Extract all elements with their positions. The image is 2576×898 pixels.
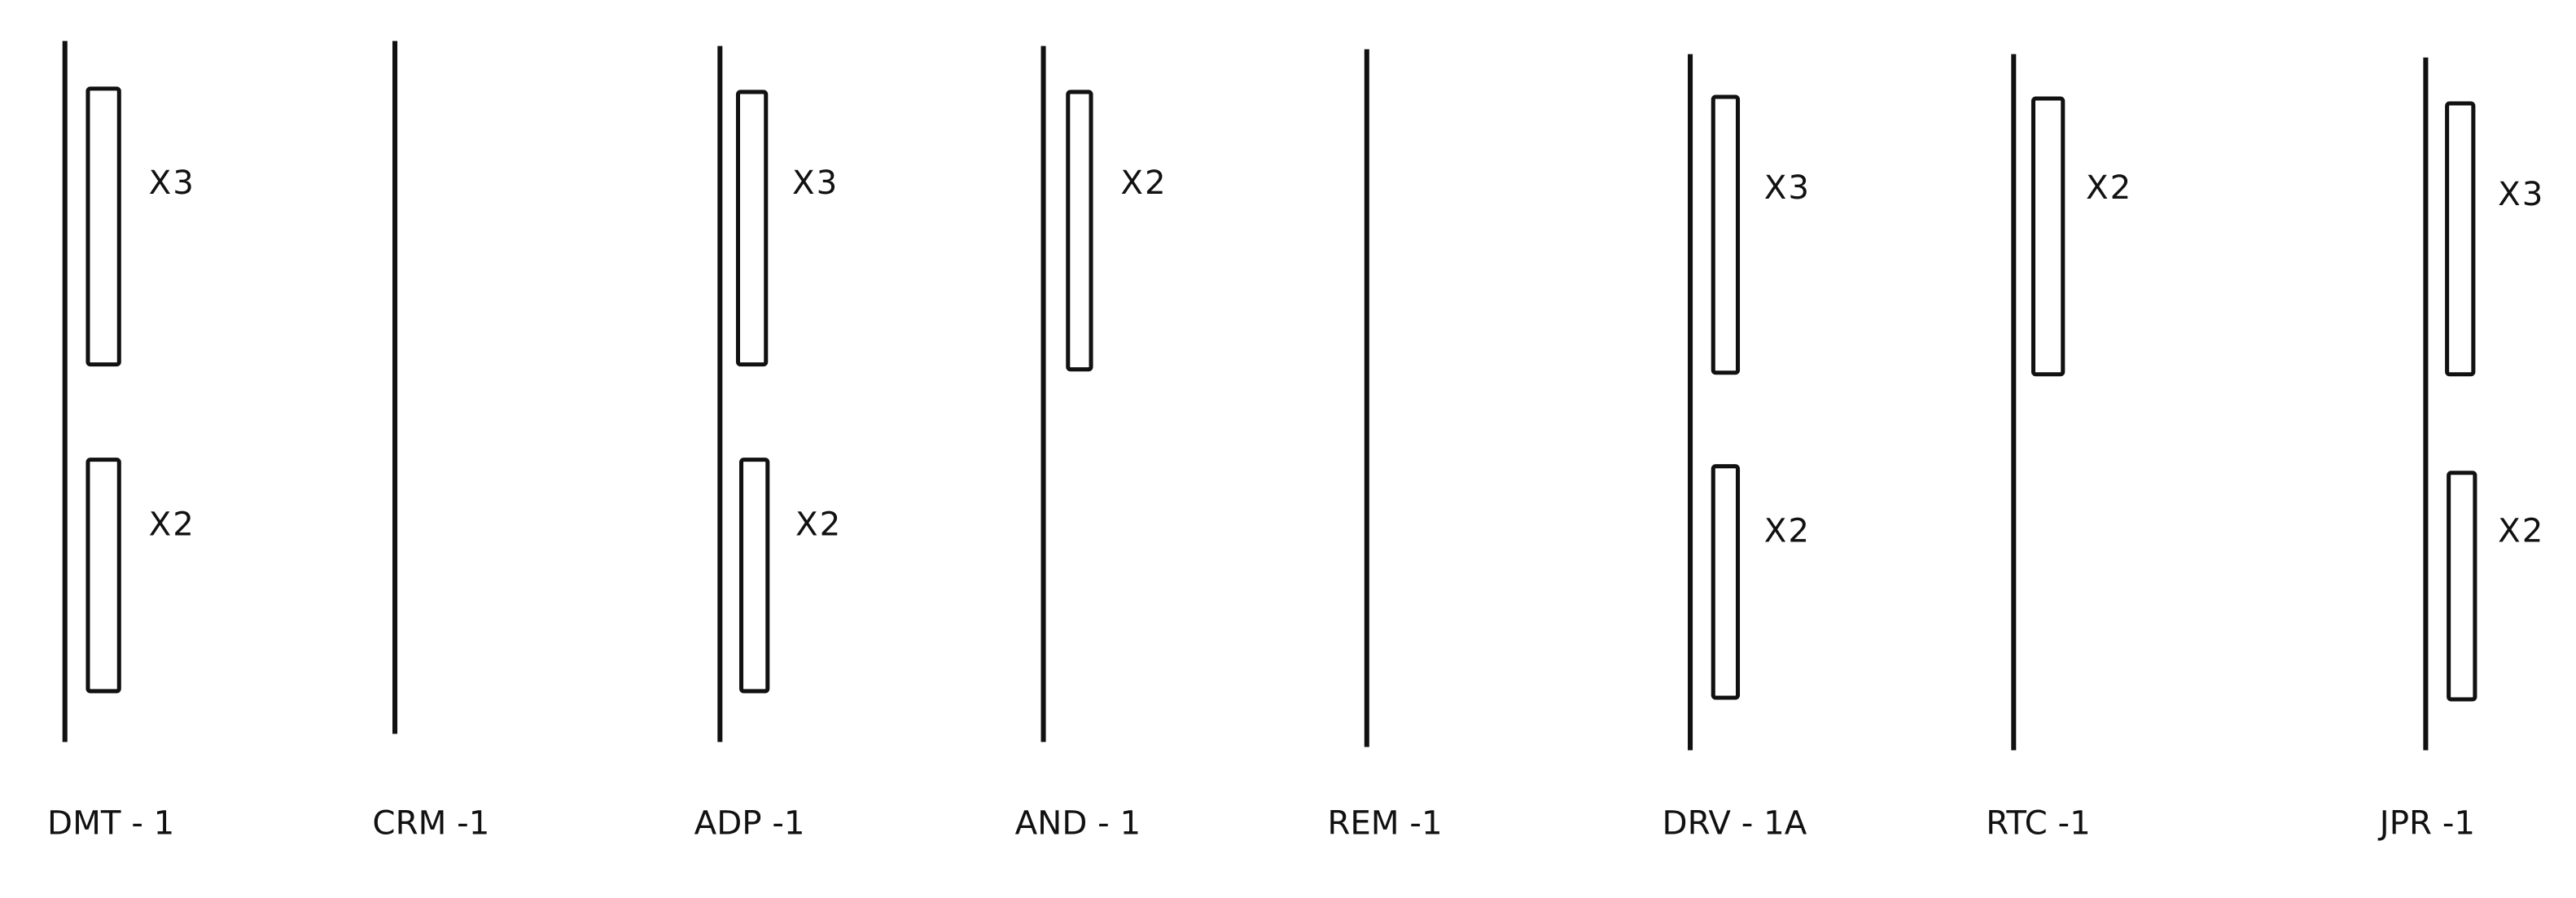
module-name-label: AND - 1 xyxy=(1015,804,1141,842)
connector-x3 xyxy=(2445,101,2476,377)
connector-x2 xyxy=(739,458,770,694)
connector-x3 xyxy=(1711,94,1741,375)
module-name-label: REM -1 xyxy=(1327,804,1442,842)
module-name-label: CRM -1 xyxy=(372,804,489,842)
connector-x3 xyxy=(735,90,769,367)
connector-x2 xyxy=(2031,96,2066,377)
connector-label: X3 xyxy=(149,164,195,202)
connector-label: X2 xyxy=(149,505,195,543)
connector-label: X2 xyxy=(1120,164,1167,202)
connector-x3 xyxy=(85,86,121,367)
module-name-label: RTC -1 xyxy=(1986,804,2091,842)
connector-label: X2 xyxy=(795,505,842,543)
module-name-label: JPR -1 xyxy=(2377,804,2475,842)
module-rem-1: REM -1 xyxy=(1327,49,1443,842)
connector-label: X3 xyxy=(1764,169,1811,207)
connector-label: X2 xyxy=(2086,169,2132,207)
connector-x2 xyxy=(1711,464,1741,700)
module-name-label: ADP -1 xyxy=(694,804,805,842)
connector-label: X2 xyxy=(1764,511,1811,550)
connector-x2 xyxy=(2447,471,2477,702)
connector-label: X3 xyxy=(792,164,839,202)
module-name-label: DRV - 1A xyxy=(1663,804,1807,842)
connector-x2 xyxy=(1066,90,1093,372)
module-crm-1: CRM -1 xyxy=(372,41,489,842)
module-name-label: DMT - 1 xyxy=(47,804,174,842)
connector-label: X2 xyxy=(2498,511,2544,550)
connector-label: X3 xyxy=(2498,175,2544,213)
connector-x2 xyxy=(85,458,121,694)
